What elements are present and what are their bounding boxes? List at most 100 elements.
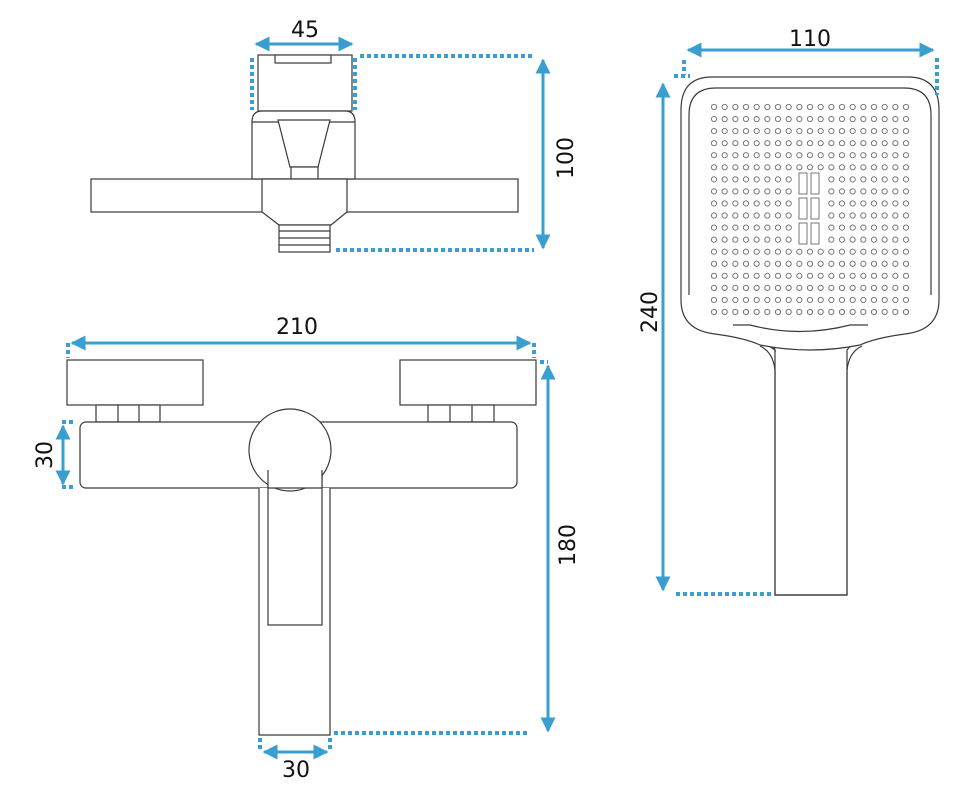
nozzle	[732, 248, 739, 255]
nozzle	[742, 128, 750, 135]
nozzle	[764, 236, 771, 243]
nozzle	[902, 152, 910, 159]
nozzle	[860, 284, 867, 291]
nozzle	[828, 272, 835, 279]
nozzle	[881, 188, 888, 195]
nozzle	[860, 260, 867, 267]
nozzle	[806, 140, 814, 147]
nozzle	[838, 284, 846, 291]
nozzle	[892, 272, 899, 279]
nozzle	[838, 212, 846, 219]
nozzle	[881, 152, 888, 159]
nozzle	[849, 115, 856, 123]
nozzle	[774, 296, 782, 304]
nozzle	[892, 176, 899, 183]
nozzle	[860, 236, 867, 243]
nozzle	[892, 164, 899, 171]
width-label: 110	[789, 27, 831, 52]
nozzle	[892, 152, 899, 159]
nozzle	[785, 115, 792, 123]
nozzle	[870, 212, 878, 219]
nozzle	[817, 284, 824, 291]
nozzle	[838, 308, 846, 316]
nozzle	[902, 115, 910, 123]
nozzle	[785, 128, 792, 135]
nozzle	[817, 164, 824, 171]
nozzle	[881, 260, 888, 267]
nozzle	[721, 152, 728, 159]
nozzle	[870, 296, 878, 304]
nozzle	[838, 103, 846, 111]
nozzle	[785, 284, 792, 291]
nozzle	[828, 236, 835, 243]
spray-slot	[810, 222, 820, 245]
nozzle	[753, 103, 760, 111]
nozzle	[721, 236, 728, 243]
nozzle	[870, 224, 878, 231]
nozzle	[742, 115, 750, 123]
nozzle	[732, 176, 739, 183]
nozzle	[742, 296, 750, 304]
nozzle	[902, 308, 910, 316]
nozzle	[849, 296, 856, 304]
nozzle	[902, 284, 910, 291]
nozzle	[785, 200, 792, 207]
nozzle	[710, 176, 718, 183]
nozzle	[838, 236, 846, 243]
nozzle	[796, 115, 803, 123]
nozzle	[764, 212, 771, 219]
nozzle	[732, 188, 739, 195]
nozzle	[902, 224, 910, 231]
nozzle	[774, 224, 782, 231]
nozzle	[817, 272, 824, 279]
nozzle	[828, 224, 835, 231]
nozzle	[721, 260, 728, 267]
nozzle	[764, 176, 771, 183]
nozzle	[817, 103, 824, 111]
nozzle	[764, 103, 771, 111]
spray-slot	[798, 222, 808, 245]
left-handle	[66, 359, 204, 406]
width-label: 210	[276, 315, 318, 340]
nozzle	[849, 200, 856, 207]
nozzle	[838, 188, 846, 195]
nozzle	[753, 308, 760, 316]
nozzle	[796, 272, 803, 279]
nozzle	[806, 308, 814, 316]
nozzle	[785, 212, 792, 219]
nozzle	[881, 115, 888, 123]
nozzle	[828, 128, 835, 135]
nozzle	[764, 296, 771, 304]
nozzle	[732, 308, 739, 316]
nozzle	[710, 140, 718, 147]
nozzle	[902, 272, 910, 279]
nozzle	[902, 200, 910, 207]
nozzle	[753, 152, 760, 159]
nozzle	[849, 140, 856, 147]
nozzle	[774, 164, 782, 171]
nozzle	[721, 103, 728, 111]
shower-head	[680, 76, 940, 351]
mixer-top-view: 45 100	[90, 18, 579, 253]
nozzle	[721, 224, 728, 231]
nozzle	[710, 260, 718, 267]
nozzle	[774, 200, 782, 207]
nozzle	[721, 308, 728, 316]
nozzle	[806, 248, 814, 255]
nozzle	[732, 296, 739, 304]
nozzle	[892, 308, 899, 316]
nozzle	[881, 272, 888, 279]
nozzle	[764, 152, 771, 159]
nozzle	[838, 164, 846, 171]
nozzle	[902, 140, 910, 147]
nozzle	[849, 176, 856, 183]
nozzle	[753, 212, 760, 219]
nozzle	[849, 248, 856, 255]
nozzle	[796, 103, 803, 111]
nozzle	[849, 272, 856, 279]
nozzle	[838, 272, 846, 279]
nozzle	[732, 140, 739, 147]
nozzle	[881, 140, 888, 147]
spout-width-label: 30	[282, 758, 310, 783]
nozzle	[710, 248, 718, 255]
